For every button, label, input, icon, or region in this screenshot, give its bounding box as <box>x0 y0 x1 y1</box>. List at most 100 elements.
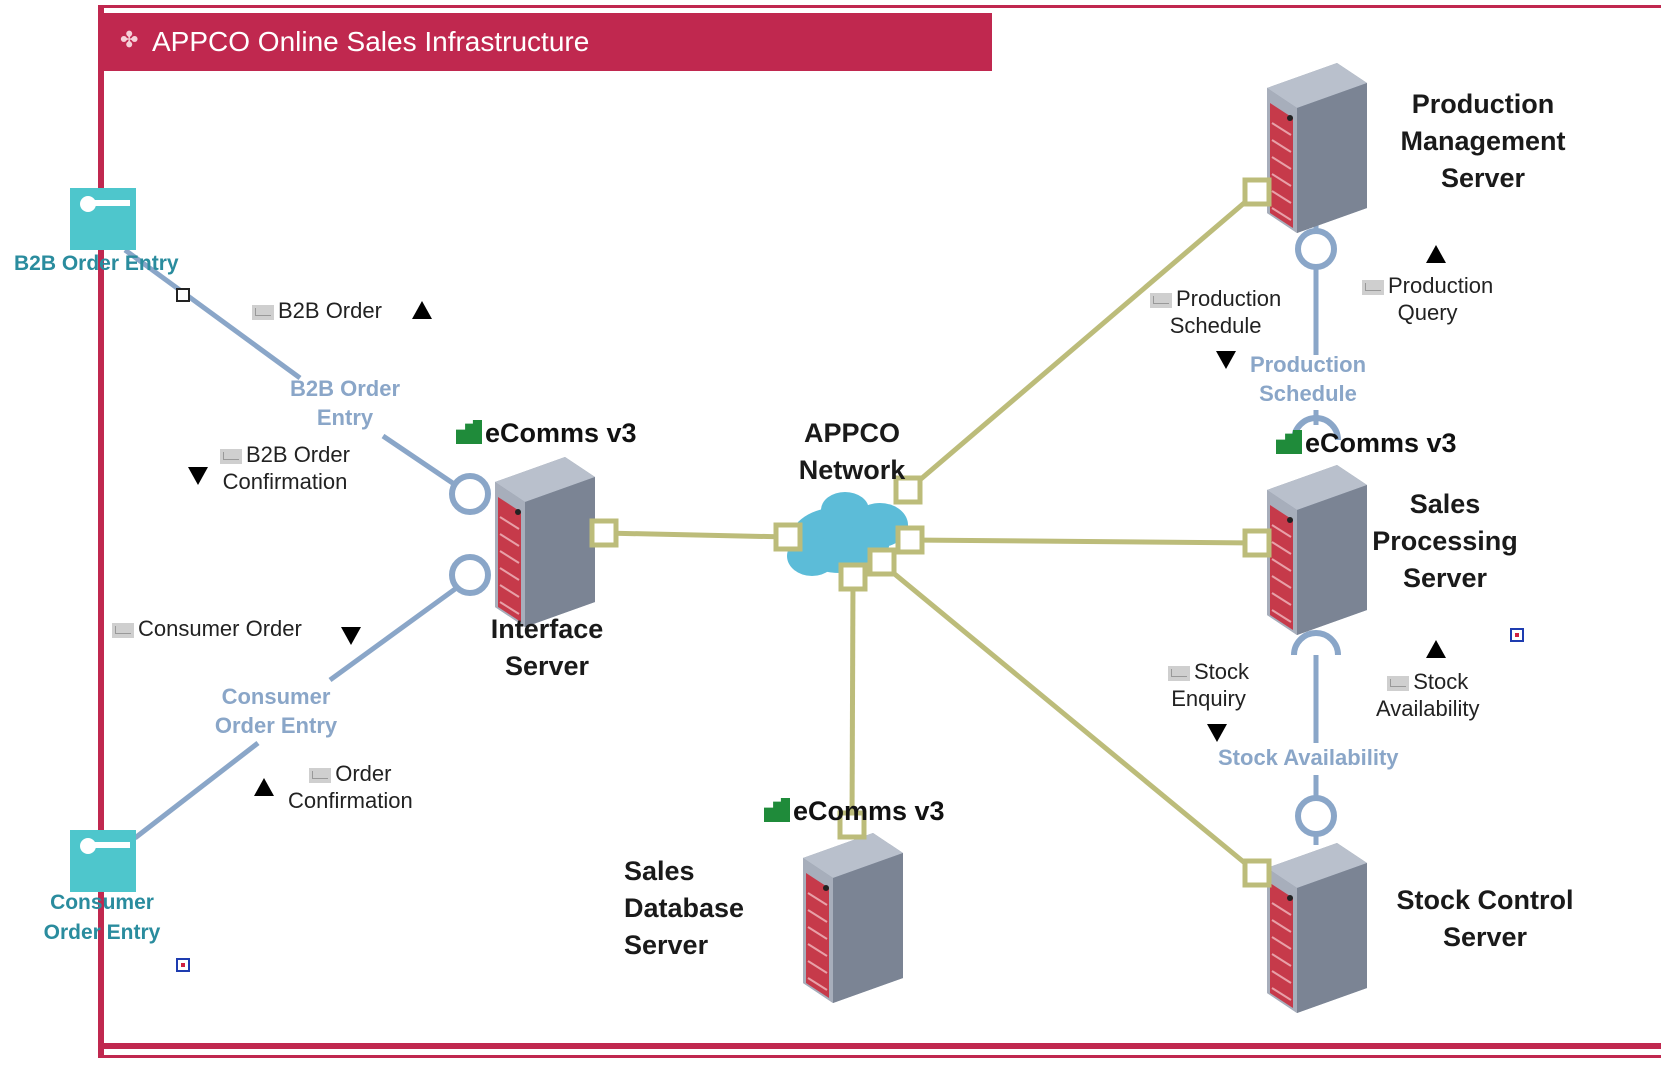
production-server-label-line3: Server <box>1440 163 1526 193</box>
arrow-down-icon <box>1207 724 1227 742</box>
stock-availability-line2: Availability <box>1376 696 1480 721</box>
link-consumer-interface <box>328 581 464 683</box>
envelope-icon <box>1150 292 1172 308</box>
arrow-up-icon <box>412 301 432 319</box>
production-server-icon <box>1266 62 1368 234</box>
provided-interface-stock <box>1295 795 1337 837</box>
viewpoint-icon: ✤ <box>120 27 139 52</box>
arrow-up-icon <box>254 778 274 796</box>
frame-bottom-border-secondary <box>98 1055 1661 1058</box>
consumer-order-message-text: Consumer Order <box>138 616 302 641</box>
production-server-label-line2: Management <box>1400 126 1566 156</box>
interface-server-label-line2: Server <box>504 651 590 681</box>
b2b-confirmation-message: B2B Order Confirmation <box>220 441 350 495</box>
consumer-interface-label-line1: Consumer <box>221 684 331 709</box>
consumer-interface-label: Consumer Order Entry <box>196 682 356 740</box>
consumer-interface-label-line2: Order Entry <box>214 713 338 738</box>
production-schedule-line1: Production <box>1176 286 1282 311</box>
envelope-icon <box>1168 665 1190 681</box>
sales-processing-label-line3: Server <box>1402 563 1488 593</box>
stock-availability-line1: Stock <box>1413 669 1469 694</box>
port-network-southeast <box>867 547 897 577</box>
b2b-note-marker <box>176 288 190 302</box>
sales-processing-label-line1: Sales <box>1409 489 1481 519</box>
interface-software-name: eComms v3 <box>485 418 637 448</box>
interface-server-label-line1: Interface <box>490 614 604 644</box>
b2b-confirmation-line1: B2B Order <box>246 442 350 467</box>
interface-software-label: eComms v3 <box>456 418 637 449</box>
stock-control-server-label: Stock Control Server <box>1385 882 1585 956</box>
arrow-up-icon <box>1426 245 1446 263</box>
envelope-icon <box>1362 279 1384 295</box>
production-interface-label-line2: Schedule <box>1259 381 1357 406</box>
link-network-sales-processing <box>909 537 1258 546</box>
production-schedule-message: Production Schedule <box>1150 285 1281 339</box>
sales-processing-software-label: eComms v3 <box>1276 428 1457 459</box>
sales-processing-software-name: eComms v3 <box>1305 428 1457 458</box>
order-confirmation-line1: Order <box>335 761 392 786</box>
port-stock-control-server <box>1242 858 1272 888</box>
port-sales-database-server <box>837 810 867 840</box>
envelope-icon <box>112 622 134 638</box>
sales-database-software-label: eComms v3 <box>764 796 945 827</box>
link-b2b-interface <box>381 433 462 491</box>
sales-processing-server-icon <box>1266 464 1368 636</box>
sales-note-marker <box>1510 628 1524 642</box>
envelope-icon <box>1387 675 1410 691</box>
interface-server-label: Interface Server <box>462 611 632 685</box>
arrow-down-icon <box>1216 351 1236 369</box>
envelope-icon <box>220 448 242 464</box>
network-label-line2: Network <box>798 455 906 485</box>
b2b-interface-label-line1: B2B Order <box>289 376 401 401</box>
required-interface-stock <box>1291 630 1341 656</box>
diagram-frame <box>98 5 1661 1055</box>
sales-database-server-label: Sales Database Server <box>624 853 744 964</box>
link-network-stock-control <box>878 560 1259 875</box>
link-interface-network <box>603 530 789 540</box>
production-query-line2: Query <box>1397 300 1458 325</box>
consumer-actor-icon <box>70 830 136 892</box>
sales-database-label-line2: Database <box>624 893 745 923</box>
stock-enquiry-line1: Stock <box>1194 659 1250 684</box>
production-server-label-line1: Production <box>1411 89 1555 119</box>
diagram-title: APPCO Online Sales Infrastructure <box>152 26 590 57</box>
network-label: APPCO Network <box>777 415 927 489</box>
software-icon <box>456 420 482 444</box>
stock-control-label-line2: Server <box>1442 922 1528 952</box>
order-confirmation-line2: Confirmation <box>288 788 413 813</box>
arrow-down-icon <box>341 627 361 645</box>
port-sales-processing-server <box>1242 528 1272 558</box>
stock-enquiry-line2: Enquiry <box>1171 686 1246 711</box>
sales-database-server-icon <box>802 832 904 1004</box>
port-network-north <box>893 475 923 505</box>
stock-control-server-icon <box>1266 842 1368 1014</box>
sales-database-label-line3: Server <box>624 930 709 960</box>
network-cloud-icon <box>787 492 908 576</box>
consumer-actor-label-line1: Consumer <box>50 891 154 914</box>
arrow-down-icon <box>188 467 208 485</box>
b2b-order-message-text: B2B Order <box>278 298 382 323</box>
provided-interface-production <box>1295 228 1337 270</box>
stock-availability-message: Stock Availability <box>1376 668 1480 722</box>
interface-server-icon <box>494 456 596 628</box>
sales-database-label-line1: Sales <box>624 856 695 886</box>
b2b-order-message: B2B Order <box>252 297 382 324</box>
production-query-message: Production Query <box>1362 272 1493 326</box>
consumer-note-marker <box>176 958 190 972</box>
b2b-confirmation-line2: Confirmation <box>222 469 348 494</box>
link-consumer-actor <box>133 741 260 840</box>
port-network-east <box>895 525 925 555</box>
link-network-production <box>906 190 1259 492</box>
order-confirmation-message: Order Confirmation <box>288 760 413 814</box>
b2b-actor-label: B2B Order Entry <box>14 252 179 275</box>
production-query-line1: Production <box>1388 273 1494 298</box>
stock-interface-label: Stock Availability <box>1218 745 1399 770</box>
stock-enquiry-message: Stock Enquiry <box>1168 658 1249 712</box>
production-interface-label: Production Schedule <box>1228 350 1388 408</box>
software-icon <box>764 798 790 822</box>
link-network-sales-database <box>849 576 856 826</box>
port-interface-server <box>589 518 619 548</box>
consumer-actor-label-line2: Order Entry <box>43 921 161 944</box>
sales-processing-label-line2: Processing <box>1372 526 1518 556</box>
